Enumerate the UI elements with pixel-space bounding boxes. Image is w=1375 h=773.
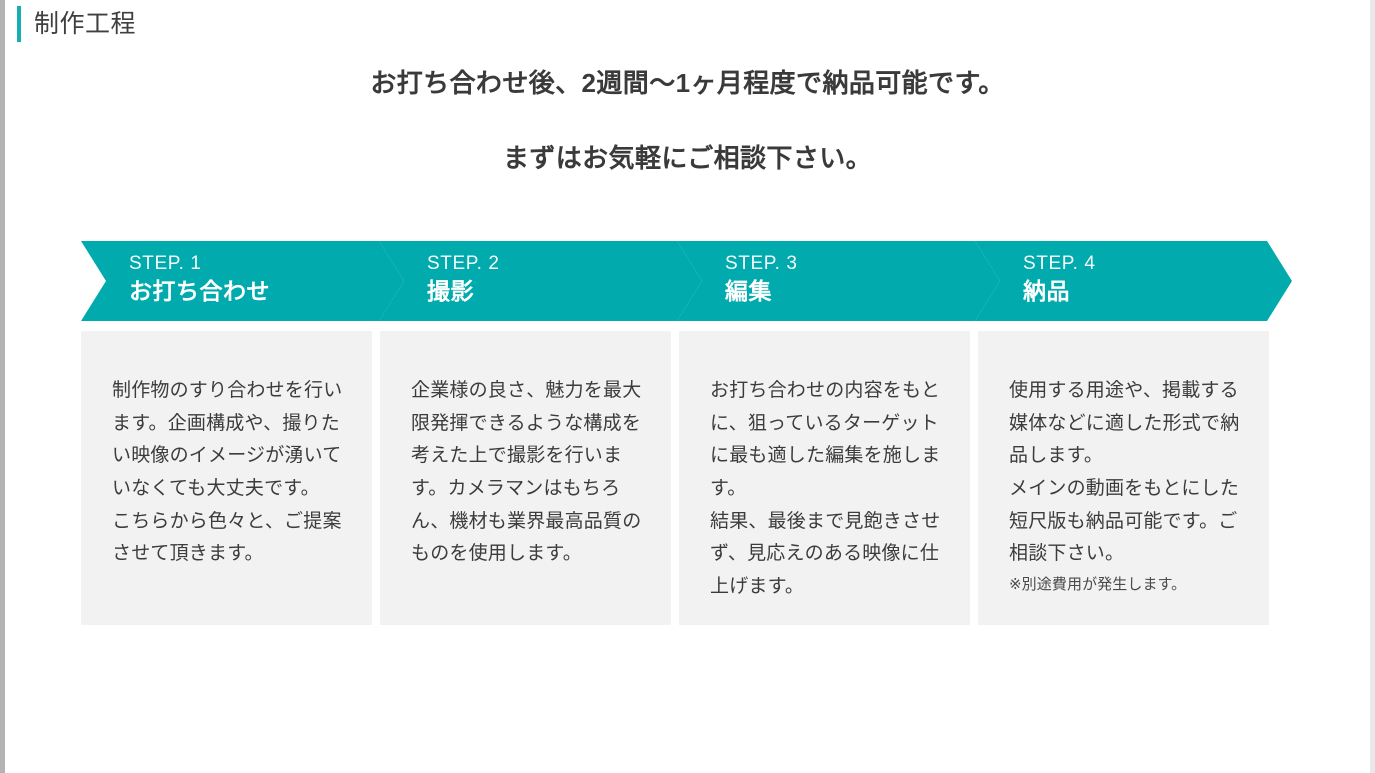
step-body-1: 制作物のすり合わせを行います。企画構成や、撮りたい映像のイメージが湧いていなくて… bbox=[112, 380, 343, 565]
step-arrow-4: STEP. 4 納品 bbox=[975, 241, 1292, 321]
lead-line-1: お打ち合わせ後、2週間〜1ヶ月程度で納品可能です。 bbox=[370, 68, 1005, 98]
step-arrow-2: STEP. 2 撮影 bbox=[379, 241, 702, 321]
step-description-cards: 制作物のすり合わせを行います。企画構成や、撮りたい映像のイメージが湧いていなくて… bbox=[81, 331, 1272, 625]
step-body-3: お打ち合わせの内容をもとに、狙っているターゲットに最も適した編集を施します。 結… bbox=[710, 380, 941, 598]
step-arrow-3: STEP. 3 編集 bbox=[677, 241, 1000, 321]
step-arrow-bar: STEP. 1 お打ち合わせ STEP. 2 撮影 STEP. 3 編集 STE… bbox=[81, 241, 1292, 321]
step-title-1: お打ち合わせ bbox=[129, 277, 270, 304]
step-number-2: STEP. 2 bbox=[427, 253, 500, 274]
page-title: 制作工程 bbox=[34, 9, 137, 38]
step-title-4: 納品 bbox=[1023, 277, 1070, 304]
step-note-4: ※別途費用が発生します。 bbox=[1009, 576, 1187, 594]
lead-line-2: まずはお気軽にご相談下さい。 bbox=[502, 143, 873, 173]
step-card-3: お打ち合わせの内容をもとに、狙っているターゲットに最も適した編集を施します。 結… bbox=[679, 331, 970, 625]
step-title-2: 撮影 bbox=[427, 277, 474, 304]
step-arrow-1: STEP. 1 お打ち合わせ bbox=[81, 241, 404, 321]
page-right-edge-strip bbox=[1370, 0, 1375, 773]
lead-copy: お打ち合わせ後、2週間〜1ヶ月程度で納品可能です。 まずはお気軽にご相談下さい。 bbox=[0, 63, 1375, 175]
step-card-4: 使用する用途や、掲載する媒体などに適した形式で納品します。 メインの動画をもとに… bbox=[978, 331, 1269, 625]
step-number-4: STEP. 4 bbox=[1023, 253, 1096, 274]
step-card-2: 企業様の良さ、魅力を最大限発揮できるような構成を考えた上で撮影を行います。カメラ… bbox=[380, 331, 671, 625]
page-left-edge-strip bbox=[0, 0, 5, 773]
step-number-3: STEP. 3 bbox=[725, 253, 798, 274]
step-number-1: STEP. 1 bbox=[129, 253, 202, 274]
step-card-1: 制作物のすり合わせを行います。企画構成や、撮りたい映像のイメージが湧いていなくて… bbox=[81, 331, 372, 625]
step-body-2: 企業様の良さ、魅力を最大限発揮できるような構成を考えた上で撮影を行います。カメラ… bbox=[411, 380, 642, 565]
step-title-3: 編集 bbox=[725, 277, 772, 304]
section-heading: 制作工程 bbox=[17, 6, 136, 42]
step-body-4: 使用する用途や、掲載する媒体などに適した形式で納品します。 メインの動画をもとに… bbox=[1009, 380, 1240, 565]
heading-accent-bar bbox=[17, 6, 21, 42]
